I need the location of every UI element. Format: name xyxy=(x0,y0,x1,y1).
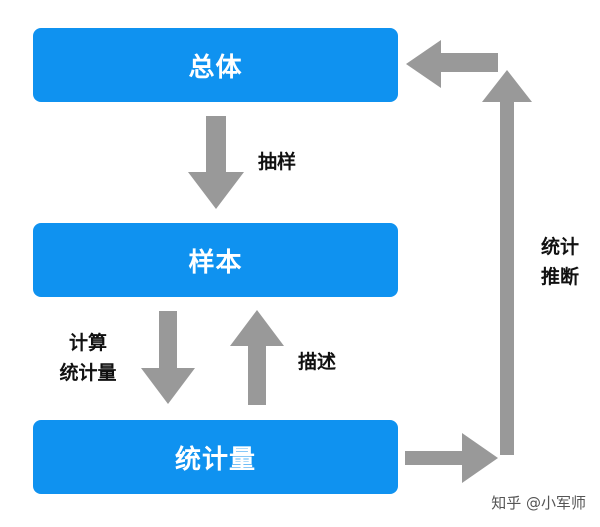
compute-text-line1: 计算 xyxy=(68,332,107,354)
describe-text: 描述 xyxy=(298,351,337,373)
describe-label: 描述 xyxy=(298,347,336,377)
population-label: 总体 xyxy=(188,52,243,83)
arrow-inference-up xyxy=(482,70,532,455)
population-node: 总体 xyxy=(33,28,398,102)
sampling-label: 抽样 xyxy=(258,147,296,177)
sample-label: 样本 xyxy=(188,247,243,278)
arrow-to-population xyxy=(406,40,498,88)
compute-text-line2: 统计量 xyxy=(59,362,117,384)
statistic-node: 统计量 xyxy=(33,420,398,494)
arrow-to-inference xyxy=(405,433,498,483)
statistic-label: 统计量 xyxy=(174,444,256,475)
inference-text-line1: 统计 xyxy=(540,236,579,258)
sample-node: 样本 xyxy=(33,223,398,297)
arrow-compute xyxy=(141,311,195,404)
arrow-describe xyxy=(230,310,284,405)
statistical-inference-label: 统计 推断 xyxy=(530,232,590,292)
arrow-sampling xyxy=(188,116,244,209)
sampling-text: 抽样 xyxy=(258,151,297,173)
compute-statistic-label: 计算 统计量 xyxy=(43,328,133,388)
inference-text-line2: 推断 xyxy=(540,266,579,288)
watermark: 知乎 @小军师 xyxy=(491,494,586,512)
